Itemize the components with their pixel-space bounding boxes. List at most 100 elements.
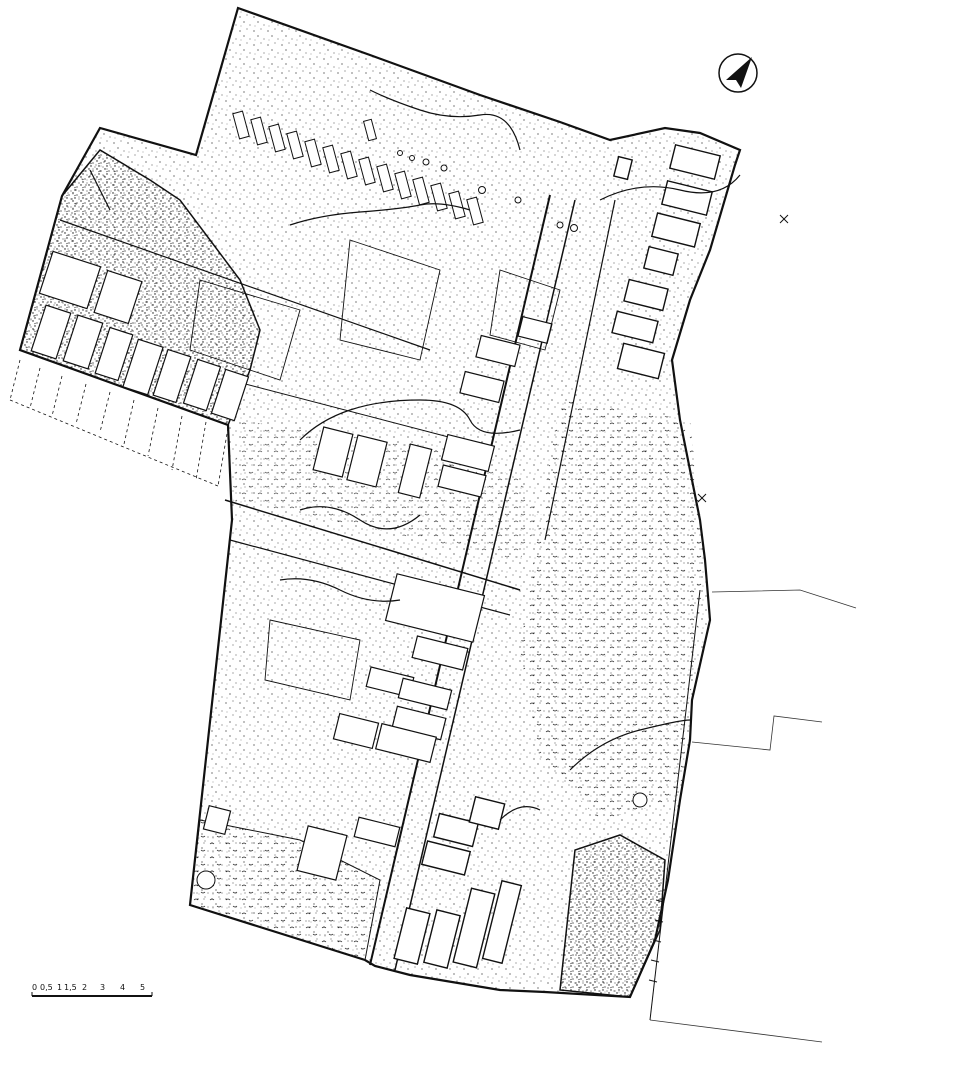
- crack: [289, 203, 471, 226]
- post-hole: [478, 186, 486, 194]
- grave: [611, 310, 659, 344]
- projection-line: [9, 399, 219, 487]
- grave: [452, 887, 496, 969]
- grave: [623, 278, 669, 312]
- projection-line: [51, 375, 63, 417]
- grave: [650, 212, 702, 248]
- hatch-line: [648, 979, 658, 983]
- projection-line: [75, 383, 87, 425]
- grave: [340, 150, 358, 180]
- grave: [362, 118, 378, 142]
- grave: [374, 722, 438, 764]
- road-edge-west: [369, 194, 551, 966]
- hatch-line: [650, 959, 660, 963]
- crack: [599, 174, 741, 201]
- grave: [353, 816, 401, 848]
- crack: [89, 169, 111, 211]
- grave: [232, 110, 250, 140]
- grave: [94, 326, 134, 382]
- grave: [250, 116, 268, 146]
- wall-outline: [489, 269, 561, 351]
- crack: [279, 578, 401, 602]
- grave: [286, 130, 304, 160]
- projection-line: [29, 367, 41, 409]
- scale-label: 5: [140, 983, 145, 992]
- post-holes: [196, 150, 648, 890]
- grave: [394, 170, 412, 200]
- boundary-line: [691, 715, 823, 751]
- grave: [668, 143, 722, 181]
- grave: [322, 144, 340, 174]
- wall-band-1: [224, 499, 521, 591]
- projection-line: [9, 359, 21, 401]
- post-hole: [422, 158, 430, 166]
- grave: [93, 269, 143, 325]
- grave: [182, 358, 222, 412]
- wall-outline: [189, 279, 301, 381]
- post-hole: [409, 155, 415, 161]
- hatched-boundary: [648, 589, 701, 1021]
- wall-outline: [339, 239, 441, 361]
- survey-markers: [697, 214, 789, 503]
- grave: [152, 348, 192, 404]
- grave: [437, 464, 487, 498]
- scale-label: 0,5: [40, 983, 53, 992]
- cross-marker-icon: [779, 214, 789, 224]
- post-hole: [556, 221, 564, 229]
- projection-line: [195, 421, 207, 481]
- grave: [466, 196, 484, 226]
- grave: [459, 370, 505, 404]
- scale-label: 4: [120, 983, 125, 992]
- grave: [397, 677, 453, 711]
- grave: [122, 338, 164, 396]
- grave: [642, 245, 680, 277]
- scale-label: 3: [100, 983, 105, 992]
- east-outline: [649, 589, 857, 1043]
- graves-south: [393, 795, 523, 969]
- road-edge-east-2: [544, 199, 616, 541]
- hatch-line: [655, 899, 665, 903]
- projection-line: [217, 427, 229, 487]
- grave: [448, 190, 466, 220]
- boundary-line: [649, 1019, 823, 1043]
- diagonal-walls: [59, 219, 521, 616]
- grave: [468, 795, 506, 831]
- crack: [499, 806, 541, 821]
- grave: [393, 907, 431, 965]
- grave: [30, 304, 72, 360]
- crack: [299, 399, 521, 441]
- projection-line: [171, 415, 183, 471]
- north-arrow-icon: [718, 53, 758, 93]
- post-hole: [397, 150, 403, 156]
- structure-outlines: [189, 239, 561, 701]
- boundary-line: [711, 589, 857, 609]
- projection-line: [123, 399, 135, 445]
- dashed-projections: [9, 359, 229, 487]
- grave: [612, 155, 634, 181]
- scale-label: 2: [82, 983, 87, 992]
- hatch-line: [654, 919, 664, 923]
- projection-line: [99, 391, 111, 433]
- grave: [422, 909, 462, 969]
- grave: [475, 334, 521, 368]
- hatch-line: [649, 589, 701, 1021]
- grave: [268, 123, 286, 153]
- scale-label: 1,5: [64, 983, 77, 992]
- grave: [312, 426, 354, 478]
- post-hole: [440, 164, 448, 172]
- graves-west-block: [30, 250, 250, 422]
- graves-north-east: [611, 143, 722, 380]
- grave: [346, 434, 388, 488]
- cracks: [89, 89, 741, 821]
- grave: [296, 825, 348, 881]
- grave: [304, 138, 322, 168]
- well: [632, 792, 648, 808]
- crack: [369, 89, 521, 151]
- post-hole: [514, 196, 522, 204]
- wall-band-4: [229, 379, 461, 441]
- grave: [397, 443, 433, 499]
- wall-outline: [264, 619, 361, 701]
- graves-central: [202, 315, 553, 881]
- south-west-deposit: [189, 819, 381, 961]
